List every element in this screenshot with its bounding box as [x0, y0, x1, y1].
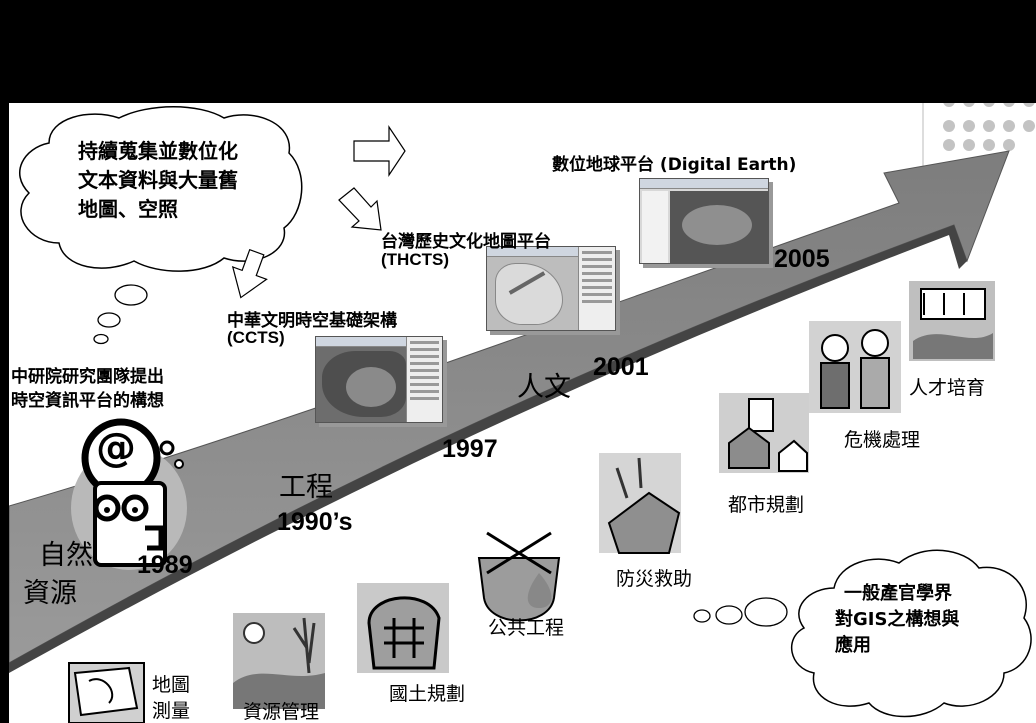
year-2005: 2005 — [774, 245, 830, 273]
thinking-person-icon — [71, 418, 187, 570]
thought-cloud-bottom — [693, 549, 1032, 718]
proposal-line-1: 中研院研究團隊提出 — [11, 367, 164, 387]
phase-nature-1: 自然 — [39, 540, 93, 571]
year-2001: 2001 — [593, 353, 649, 381]
label-disaster-relief: 防災救助 — [616, 568, 693, 590]
ccts-screenshot — [315, 336, 443, 423]
thcts-label: 台灣歷史文化地圖平台 — [381, 232, 551, 252]
label-talent: 人才培育 — [909, 377, 986, 399]
year-1997: 1997 — [442, 435, 498, 463]
cloud-top-line-2: 文本資料與大量舊 — [78, 168, 238, 192]
phase-nature-2: 資源 — [23, 578, 77, 609]
urban-planning-icon — [719, 393, 809, 473]
digital-earth-label: 數位地球平台 (Digital Earth) — [552, 155, 797, 175]
at-symbol: @ — [96, 425, 136, 471]
cloud-bottom-line-2: 對GIS之構想與 — [835, 609, 960, 630]
map-survey-icon — [68, 662, 145, 723]
label-land-planning: 國土規劃 — [389, 683, 466, 705]
growth-arrow — [9, 150, 1010, 673]
label-urban-planning: 都市規劃 — [728, 494, 805, 516]
year-1990s: 1990’s — [277, 508, 353, 536]
applications-clipart — [68, 281, 995, 723]
year-1989: 1989 — [137, 551, 193, 579]
label-crisis: 危機處理 — [844, 429, 921, 451]
outline-arrows — [231, 125, 406, 299]
thcts-code: (THCTS) — [381, 250, 449, 269]
label-mapping-1: 地圖 — [152, 674, 191, 696]
cloud-top-line-1: 持續蒐集並數位化 — [78, 139, 238, 163]
cloud-bottom-line-1: 一般產官學界 — [844, 583, 952, 604]
proposal-line-2: 時空資訊平台的構想 — [11, 391, 164, 411]
land-planning-icon — [357, 583, 449, 673]
phase-humanities: 人文 — [517, 372, 571, 403]
label-mapping-2: 測量 — [152, 700, 191, 722]
thought-cloud-top — [19, 106, 303, 345]
cloud-bottom-line-3: 應用 — [835, 635, 871, 656]
ccts-code: (CCTS) — [227, 328, 285, 347]
ccts-label: 中華文明時空基礎架構 — [227, 311, 397, 331]
disaster-relief-icon — [599, 453, 681, 554]
phase-engineering: 工程 — [279, 472, 333, 503]
title-bar — [0, 0, 1036, 103]
public-works-icon — [477, 531, 561, 622]
arrow-right-icon — [353, 125, 406, 177]
arrow-down-icon — [231, 248, 268, 299]
slide-content: 持續蒐集並數位化 文本資料與大量舊 地圖、空照 中研院研究團隊提出 時空資訊平台… — [9, 103, 1036, 723]
label-public-works: 公共工程 — [488, 617, 565, 639]
cloud-top-line-3: 地圖、空照 — [78, 197, 178, 221]
talent-development-icon — [909, 281, 995, 361]
digital-earth-screenshot — [639, 178, 769, 264]
label-resource-mgmt: 資源管理 — [243, 701, 320, 723]
crisis-management-icon — [809, 321, 901, 413]
thcts-screenshot — [486, 246, 616, 331]
arrow-diag-icon — [338, 187, 382, 231]
resource-management-icon — [233, 613, 325, 709]
